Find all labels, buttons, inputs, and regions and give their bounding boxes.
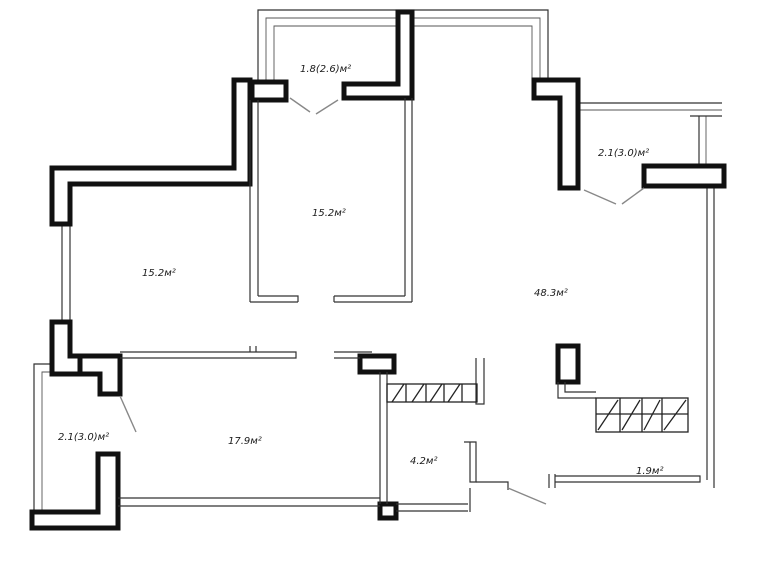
balcony-right-frame bbox=[578, 102, 722, 188]
label-room-bottom-left: 17.9м² bbox=[228, 436, 262, 447]
interior-walls bbox=[118, 98, 596, 512]
exterior-walls bbox=[29, 9, 727, 531]
label-bathroom: 4.2м² bbox=[410, 456, 437, 467]
label-balcony-left: 2.1(3.0)м² bbox=[58, 432, 109, 443]
label-balcony-top: 1.8(2.6)м² bbox=[300, 64, 351, 75]
label-room-center-top: 15.2м² bbox=[312, 208, 346, 219]
label-balcony-right: 2.1(3.0)м² bbox=[598, 148, 649, 159]
right-exterior-wall bbox=[555, 188, 715, 488]
label-storage: 1.9м² bbox=[636, 466, 663, 477]
label-room-left: 15.2м² bbox=[142, 268, 176, 279]
room-labels: 1.8(2.6)м² 2.1(3.0)м² 15.2м² 15.2м² 48.3… bbox=[58, 64, 663, 477]
balcony-left-frame bbox=[33, 224, 71, 512]
label-living: 48.3м² bbox=[534, 288, 568, 299]
vent-shafts bbox=[386, 383, 689, 433]
doors bbox=[119, 97, 645, 505]
